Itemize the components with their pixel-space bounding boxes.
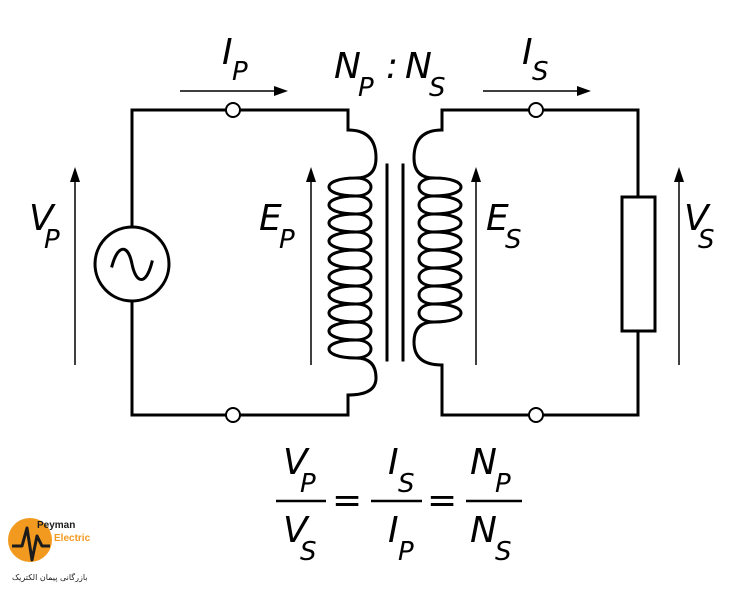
logo-line1: Peyman: [37, 520, 75, 531]
transformer-core: [385, 163, 405, 362]
eq-equals-1: =: [332, 480, 362, 521]
secondary-current-symbol: I: [522, 32, 533, 73]
eq-frac2-num-subscript: S: [398, 469, 415, 499]
eq-frac3-den-symbol: N: [470, 510, 497, 551]
label-primary-emf: E P: [259, 198, 295, 255]
eq-frac2-den-symbol: I: [388, 510, 399, 551]
secondary-circuit: [440, 108, 640, 417]
eq-frac3-den-subscript: S: [495, 537, 512, 567]
eq-equals-2: =: [427, 480, 457, 521]
logo-tagline: بازرگانی پیمان الکتریک: [12, 572, 88, 582]
primary-current-symbol: I: [222, 32, 233, 73]
turns-secondary-symbol: N: [405, 46, 432, 87]
primary-emf-subscript: P: [279, 225, 295, 255]
eq-frac1-num-symbol: V: [283, 442, 310, 483]
label-primary-current: I P: [222, 32, 248, 87]
ac-source: [93, 225, 171, 303]
secondary-voltage-symbol: V: [684, 198, 711, 239]
arrows: [70, 86, 684, 365]
label-secondary-emf: E S: [486, 198, 522, 255]
secondary-terminal-bottom: [528, 407, 544, 423]
load-resistor: [620, 195, 657, 333]
primary-terminal-bottom: [225, 407, 241, 423]
eq-frac1-den-subscript: S: [300, 537, 317, 567]
logo-line2: Electric: [54, 533, 91, 544]
secondary-emf-arrowhead: [471, 167, 481, 182]
primary-current-subscript: P: [232, 57, 248, 87]
primary-emf-symbol: E: [259, 198, 282, 239]
transformer-equation: V P V S = I S I P = N P N S: [276, 442, 522, 567]
label-secondary-current: I S: [522, 32, 549, 87]
eq-frac2-den-subscript: P: [398, 537, 414, 567]
primary-coil-top-arc: [346, 128, 378, 180]
secondary-voltage-subscript: S: [698, 225, 715, 255]
primary-emf-arrowhead: [306, 167, 316, 182]
secondary-emf-subscript: S: [505, 225, 522, 255]
primary-voltage-subscript: P: [44, 225, 60, 255]
eq-frac1-den-symbol: V: [283, 510, 310, 551]
turns-primary-symbol: N: [334, 46, 361, 87]
eq-frac1-num-subscript: P: [300, 469, 316, 499]
peyman-electric-logo: Peyman Electric بازرگانی پیمان الکتریک: [8, 518, 91, 582]
secondary-current-subscript: S: [532, 57, 549, 87]
label-secondary-voltage: V S: [684, 198, 715, 255]
turns-separator: :: [386, 46, 398, 87]
primary-voltage-arrowhead: [70, 167, 80, 182]
secondary-coil-bottom-arc: [412, 320, 444, 367]
primary-coil: [327, 128, 378, 397]
primary-current-arrowhead: [274, 86, 288, 96]
primary-terminal-top: [225, 102, 241, 118]
turns-secondary-subscript: S: [429, 73, 446, 103]
label-turns-ratio: N P : N S: [334, 46, 446, 103]
secondary-current-arrowhead: [577, 86, 591, 96]
primary-voltage-symbol: V: [29, 198, 56, 239]
eq-frac2-num-symbol: I: [388, 442, 399, 483]
eq-frac3-num-subscript: P: [495, 469, 511, 499]
sine-wave-icon: [110, 247, 154, 281]
primary-coil-bottom-arc: [346, 356, 378, 397]
eq-frac3-num-symbol: N: [470, 442, 497, 483]
label-primary-voltage: V P: [29, 198, 60, 255]
secondary-coil-top-arc: [412, 128, 444, 180]
logo-pulse-icon: [12, 526, 50, 562]
secondary-coil: [412, 128, 463, 367]
secondary-voltage-arrowhead: [674, 167, 684, 182]
turns-primary-subscript: P: [358, 73, 374, 103]
secondary-emf-symbol: E: [486, 198, 509, 239]
secondary-terminal-top: [528, 102, 544, 118]
